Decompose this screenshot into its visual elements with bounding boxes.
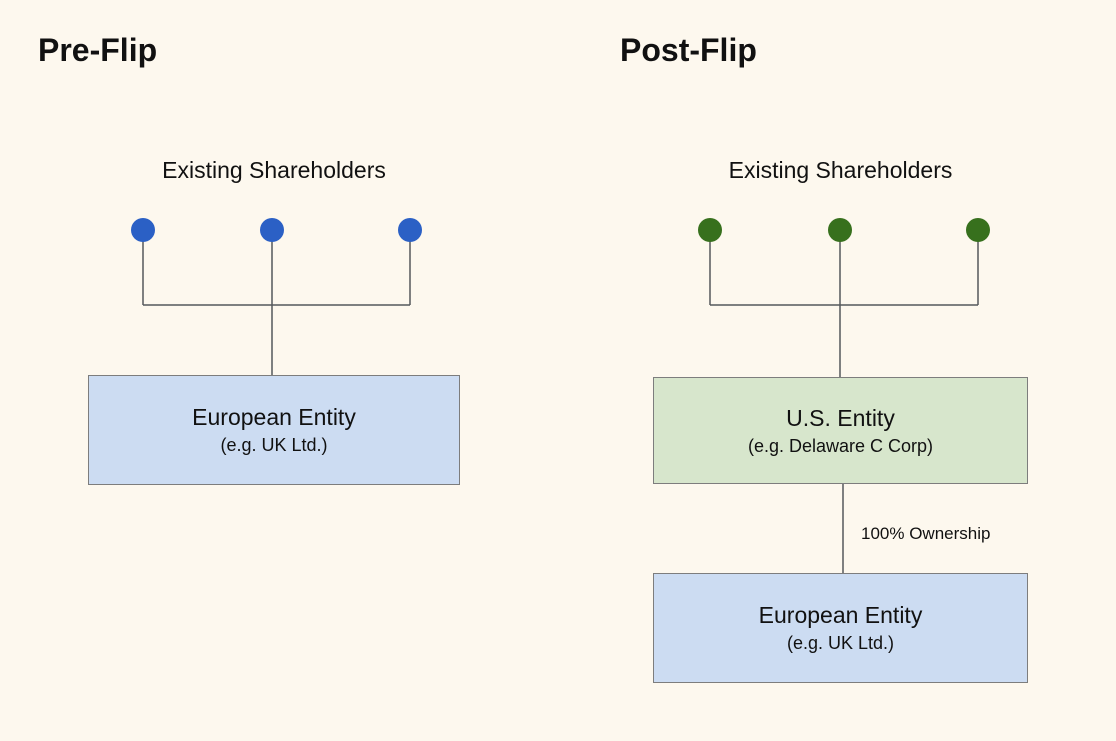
shareholder-node-icon [131, 218, 155, 242]
entity-name: European Entity [192, 404, 356, 430]
shareholder-node-icon [966, 218, 990, 242]
pre-flip-title: Pre-Flip [38, 32, 158, 68]
entity-name: European Entity [758, 602, 923, 628]
ownership-percentage-label: 100% Ownership [861, 524, 991, 543]
shareholder-node-icon [398, 218, 422, 242]
post-flip-shareholders-label: Existing Shareholders [728, 157, 953, 183]
entity-detail: (e.g. UK Ltd.) [786, 633, 895, 653]
post-flip-european-entity-box: European Entity (e.g. UK Ltd.) [653, 573, 1028, 683]
pre-flip-european-entity-box: European Entity (e.g. UK Ltd.) [88, 375, 460, 485]
shareholder-node-icon [260, 218, 284, 242]
shareholder-node-icon [828, 218, 852, 242]
entity-detail: (e.g. UK Ltd.) [220, 435, 328, 455]
pre-flip-shareholders-label: Existing Shareholders [162, 157, 386, 183]
entity-detail: (e.g. Delaware C Corp) [747, 435, 934, 456]
pre-flip-shareholder-nodes [131, 218, 422, 242]
post-flip-shareholder-nodes [698, 218, 990, 242]
post-flip-title: Post-Flip [620, 32, 757, 68]
entity-name: U.S. Entity [786, 404, 895, 431]
post-flip-us-entity-box: U.S. Entity (e.g. Delaware C Corp) [653, 377, 1028, 484]
shareholder-node-icon [698, 218, 722, 242]
pre-flip-connectors [142, 230, 411, 375]
